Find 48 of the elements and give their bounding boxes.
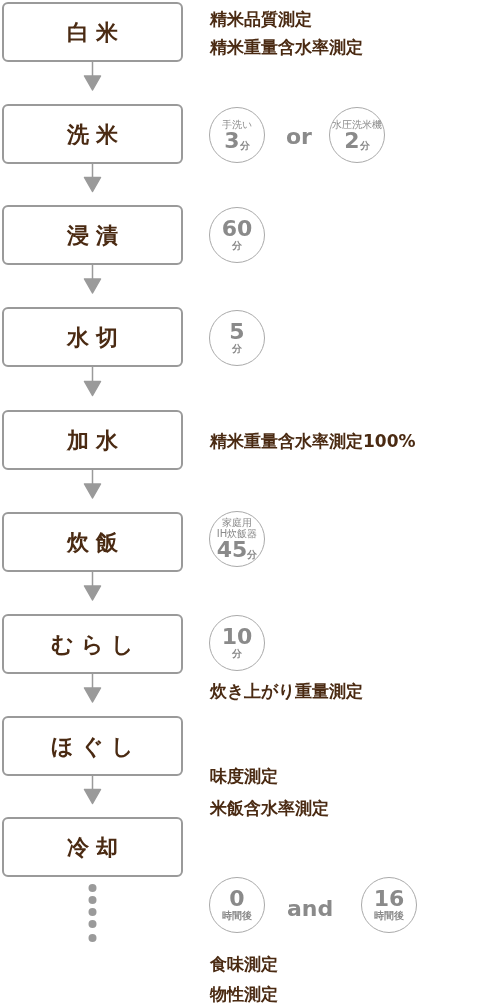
- step-label: 白米: [66, 18, 125, 47]
- process-box: [2, 104, 183, 164]
- circle-caption: 家庭用: [222, 517, 252, 528]
- duration-value: 5分: [229, 321, 245, 355]
- process-box: [2, 205, 183, 265]
- arrow: [83, 571, 102, 601]
- arrow: [83, 163, 102, 193]
- measurement-note: 米飯含水率測定: [210, 797, 329, 820]
- circle-caption: IH炊飯器: [216, 528, 258, 539]
- duration-value: 45分: [216, 539, 258, 561]
- step-label: 加水: [65, 426, 125, 455]
- process-box: [2, 307, 183, 367]
- step-label: 冷却: [66, 833, 125, 862]
- duration-value: 10分: [221, 626, 253, 660]
- duration-value: 2分: [344, 129, 370, 152]
- arrow: [83, 366, 102, 397]
- duration-value: 0時間後: [222, 888, 252, 922]
- measurement-note: 精米重量含水率測定: [210, 36, 363, 59]
- process-box: [2, 614, 183, 674]
- measurement-note: 精米重量含水率測定100%: [210, 430, 416, 453]
- process-box: [2, 716, 183, 776]
- process-box: [2, 410, 183, 470]
- circle-caption: 手洗い: [222, 118, 252, 130]
- connector-word: and: [287, 895, 334, 923]
- arrow: [83, 61, 102, 91]
- duration-value: 16時間後: [373, 888, 405, 922]
- step-label: 水切: [65, 323, 125, 352]
- process-box: [2, 2, 183, 62]
- arrow: [83, 775, 102, 805]
- measurement-note: 味度測定: [210, 765, 278, 788]
- process-box: [2, 512, 183, 572]
- duration-value: 60分: [221, 218, 253, 252]
- step-label: 炊飯: [66, 528, 125, 557]
- process-box: [2, 817, 183, 877]
- measurement-note: 食味測定: [210, 953, 278, 976]
- arrow: [83, 264, 102, 294]
- measurement-note: 物性測定: [210, 983, 278, 1006]
- connector-word: or: [286, 123, 312, 151]
- measurement-note: 炊き上がり重量測定: [210, 680, 363, 703]
- arrow: [83, 469, 102, 499]
- measurement-note: 精米品質測定: [210, 8, 313, 31]
- circle-caption: 水圧洗米機: [332, 118, 382, 130]
- step-label: 洗米: [66, 120, 125, 149]
- step-label: 浸漬: [66, 221, 125, 250]
- step-label: むらし: [50, 630, 141, 659]
- step-label: ほぐし: [50, 732, 141, 761]
- arrow: [83, 673, 102, 703]
- duration-value: 3分: [224, 129, 250, 152]
